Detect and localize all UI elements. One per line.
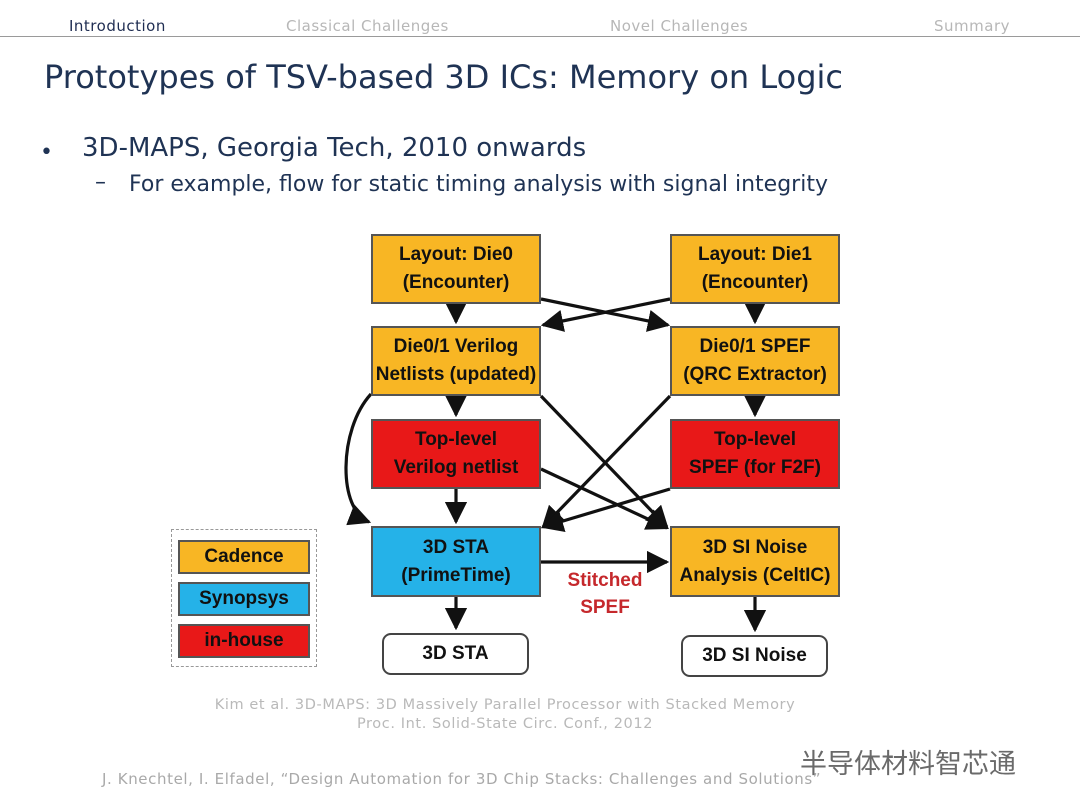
nav-introduction[interactable]: Introduction xyxy=(69,17,166,35)
legend xyxy=(171,529,317,667)
sub-bullet-marker: – xyxy=(95,170,106,195)
sub-bullet-text: For example, flow for static timing anal… xyxy=(129,172,828,197)
citation-line-1: Kim et al. 3D-MAPS: 3D Massively Paralle… xyxy=(214,697,796,713)
legend-inhouse: in-house xyxy=(178,624,310,658)
bullet-marker: • xyxy=(40,140,53,165)
box-3d-sta: 3D STA(PrimeTime) xyxy=(371,526,541,597)
legend-cadence: Cadence xyxy=(178,540,310,574)
nav-novel-challenges[interactable]: Novel Challenges xyxy=(610,17,749,35)
arrow-die1-to-verilog xyxy=(540,297,671,332)
box-layout-die0: Layout: Die0(Encounter) xyxy=(371,234,541,304)
footer-text: J. Knechtel, I. Elfadel, “Design Automat… xyxy=(102,770,822,788)
citation-line-2: Proc. Int. Solid-State Circ. Conf., 2012 xyxy=(356,716,654,732)
bullet-text: 3D-MAPS, Georgia Tech, 2010 onwards xyxy=(82,133,587,163)
output-3d-sta: 3D STA xyxy=(382,633,529,675)
output-3d-si-noise: 3D SI Noise xyxy=(681,635,828,677)
watermark: 半导体材料智芯通 xyxy=(800,749,1016,780)
slide-title: Prototypes of TSV-based 3D ICs: Memory o… xyxy=(44,58,843,96)
nav-classical-challenges[interactable]: Classical Challenges xyxy=(286,17,449,35)
arrow-spef-to-sta xyxy=(541,394,672,529)
legend-synopsys: Synopsys xyxy=(178,582,310,616)
nav-summary[interactable]: Summary xyxy=(934,17,1010,35)
arrow-verilog-to-si xyxy=(539,394,669,529)
box-layout-die1: Layout: Die1(Encounter) xyxy=(670,234,840,304)
arrow-topspef-to-sta xyxy=(540,487,671,532)
arrow-verilog-bypass-to-sta xyxy=(344,392,373,526)
arrow-topverilog-to-si xyxy=(540,467,670,530)
section-nav: Introduction Classical Challenges Novel … xyxy=(0,0,1080,37)
box-spef: Die0/1 SPEF(QRC Extractor) xyxy=(670,326,840,396)
